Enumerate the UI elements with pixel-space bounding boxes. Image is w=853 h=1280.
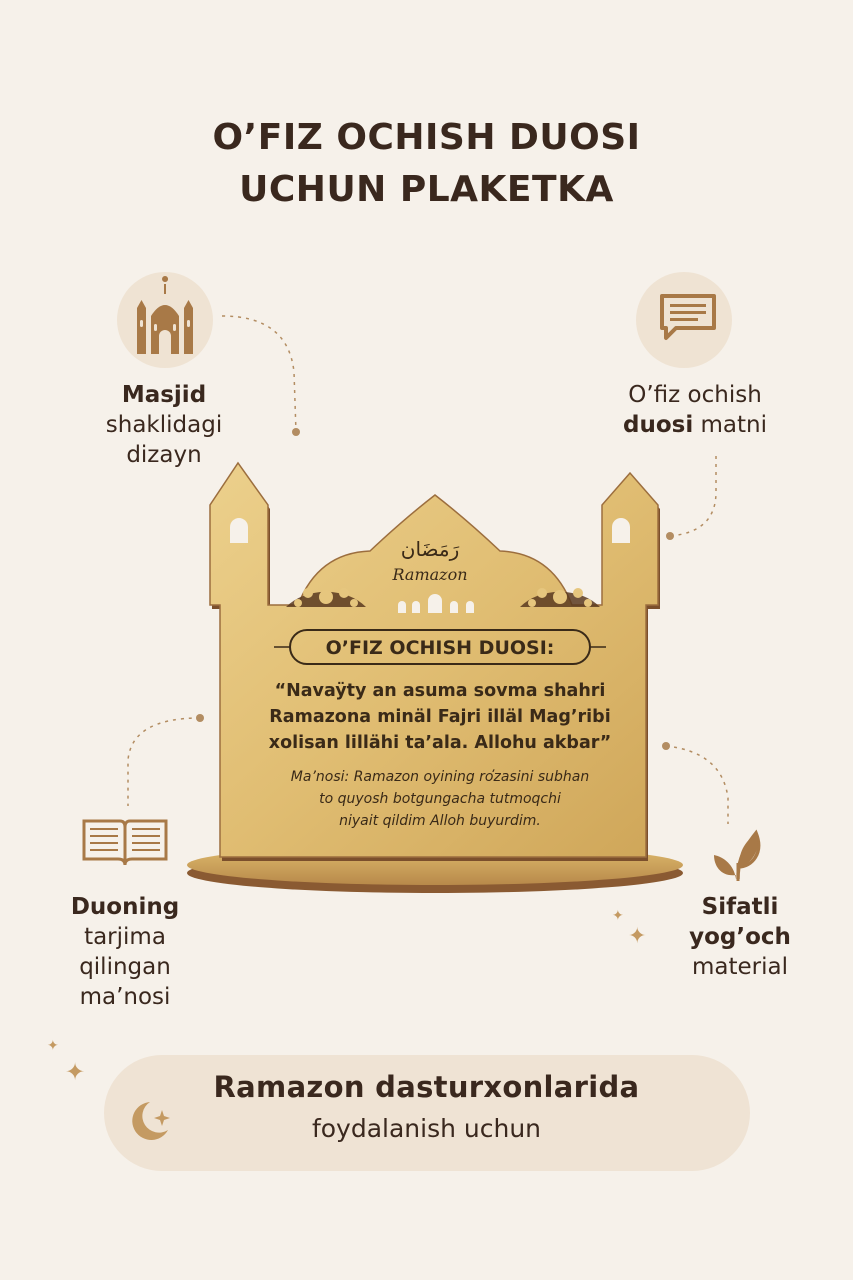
feature-translation-line4: ma’nosi: [79, 984, 171, 1010]
connector-text: [666, 456, 717, 540]
feature-material-line2: yog’och: [689, 924, 791, 950]
feature-translation: Duoning tarjima qilingan ma’nosi: [45, 892, 205, 1012]
feature-translation-line2: tarjima: [84, 924, 166, 950]
plaque-meaning: Ma’nosi: Ramazon oyining ro̕zasini subha…: [235, 766, 645, 832]
plaque-script: Ramazon: [392, 565, 468, 584]
feature-material-line3: material: [692, 954, 788, 980]
open-book-icon: [82, 819, 168, 866]
feature-text-rest: matni: [693, 412, 768, 438]
wooden-plaque: [187, 461, 683, 893]
sparkle-icon: ✦: [47, 1038, 59, 1054]
title-line-1: O’FIZ OCHISH DUOSI: [212, 117, 641, 158]
prayer-line-2: Ramazona minäl Fajri illäl Mag’ribi: [269, 707, 611, 727]
feature-mosque-line2: shaklidagi: [105, 412, 223, 438]
feature-material: Sifatli yog’och material: [650, 892, 830, 982]
plaque-prayer: “Navaÿty an asuma sovma shahri Ramazona …: [235, 678, 645, 756]
meaning-line-1: Ma’nosi: Ramazon oyining ro̕zasini subha…: [290, 769, 590, 785]
sparkle-icon: ✦: [628, 924, 647, 949]
meaning-line-3: niyait qildim Alloh buyurdim.: [339, 813, 541, 829]
leaf-icon: [714, 829, 761, 881]
title-line-2: UCHUN PLAKETKA: [239, 169, 614, 210]
connector-material: [662, 742, 729, 824]
message-icon: [660, 294, 716, 340]
connector-mosque: [221, 315, 300, 436]
feature-text-line1: O’fiz ochish: [628, 382, 762, 408]
feature-mosque-bold: Masjid: [121, 382, 207, 408]
feature-material-line1: Sifatli: [701, 894, 779, 920]
footer-line-2: foydalanish uchun: [311, 1114, 542, 1143]
plaque-heading: O’FIZ OCHISH DUOSI:: [325, 637, 555, 659]
feature-mosque-line3: dizayn: [126, 442, 202, 468]
mosque-icon: [137, 276, 193, 354]
prayer-line-1: “Navaÿty an asuma sovma shahri: [274, 681, 606, 701]
footer-line-1: Ramazon dasturxonlarida: [213, 1070, 640, 1104]
prayer-line-3: xolisan lillähi ta’ala. Allohu akbar”: [268, 733, 612, 753]
connector-translation: [127, 714, 204, 806]
sparkle-icon: ✦: [65, 1058, 86, 1086]
message-icon-circle: [636, 272, 732, 368]
crescent-moon-icon: [132, 1102, 170, 1140]
mosque-icon-circle: [117, 272, 213, 368]
feature-prayer-text: O’fiz ochish duosi matni: [600, 380, 790, 440]
plaque-arabic: رَمَضَان: [400, 537, 460, 561]
feature-text-bold: duosi: [622, 412, 694, 438]
feature-translation-line3: qilingan: [79, 954, 171, 980]
feature-mosque-design: Masjid shaklidagi dizayn: [84, 380, 244, 470]
footer-pill: [104, 1055, 750, 1171]
meaning-line-2: to quyosh botgungacha tutmoqchi: [319, 791, 561, 807]
page-title: O’FIZ OCHISH DUOSI UCHUN PLAKETKA: [0, 112, 853, 216]
sparkle-icon: ✦: [612, 908, 624, 924]
feature-translation-line1: Duoning: [70, 894, 180, 920]
